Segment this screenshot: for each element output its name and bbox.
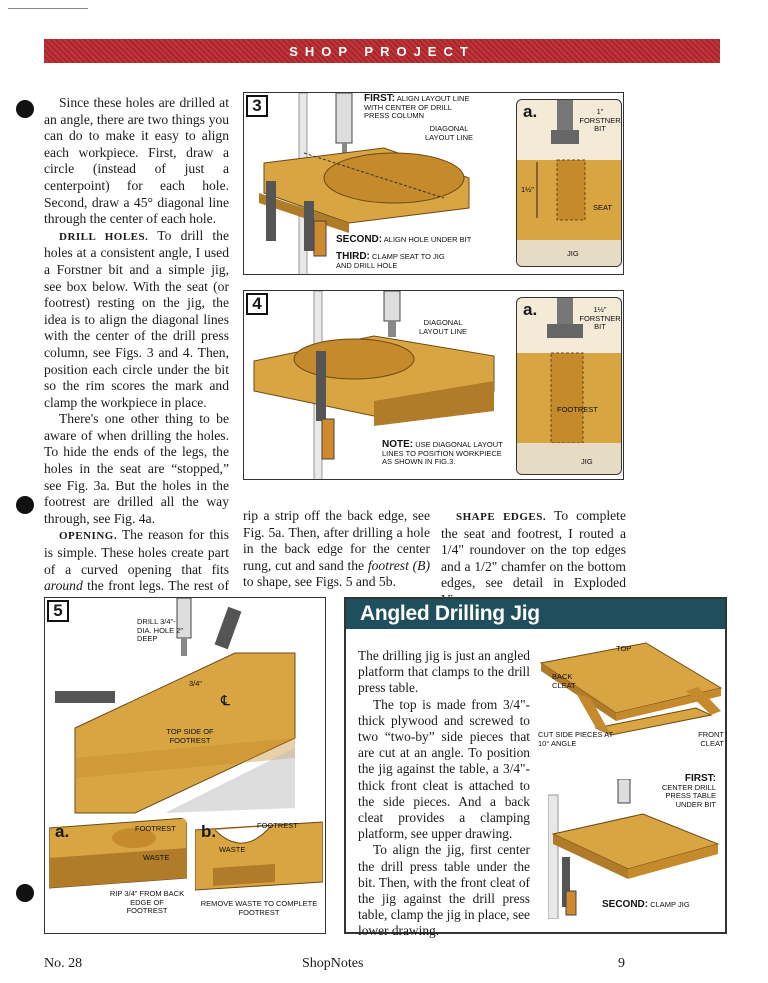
figure-5b-detail: b. FOOTREST WASTE REMOVE WASTE TO COMPLE… [195, 818, 323, 928]
paragraph: The drilling jig is just an angled platf… [358, 648, 530, 696]
detail-label: a. [55, 822, 70, 841]
detail-footrest-label: FOOTREST [257, 821, 298, 830]
callout-text: ALIGN LAYOUT LINE WITH CENTER OF DRILL P… [364, 94, 470, 120]
jig-lower-drawing [548, 779, 720, 919]
article-column-left: Since these holes are drilled at an angl… [44, 95, 229, 628]
fig3-second-callout: SECOND: ALIGN HOLE UNDER BIT [336, 234, 501, 245]
figure-number: 3 [246, 95, 268, 117]
detail-5b-drawing [195, 821, 323, 891]
detail-bit-label: 1" FORSTNER BIT [579, 107, 621, 133]
jig-back-cleat-label: BACK CLEAT [552, 672, 576, 690]
detail-footrest-label: FOOTREST [135, 824, 176, 833]
paragraph: Drill Holes. To drill the holes at a con… [44, 228, 229, 412]
detail-label: a. [523, 102, 538, 121]
paragraph: Since these holes are drilled at an angl… [44, 95, 229, 227]
subhead: Shape Edges. [456, 511, 547, 523]
detail-seat-label: SEAT [593, 203, 613, 212]
banner-title: SHOP PROJECT [289, 43, 475, 59]
binder-hole-middle [16, 496, 34, 514]
callout-step: FIRST: [364, 93, 396, 104]
callout-text: ALIGN HOLE UNDER BIT [383, 235, 472, 244]
figure-5a-detail: a. FOOTREST WASTE RIP 3/4" FROM BACK EDG… [49, 818, 187, 928]
paragraph: To align the jig, first center the drill… [358, 842, 530, 939]
figure-3: 3 FIRST: ALIGN LAYOUT LINE WITH CENTER O… [243, 92, 624, 275]
section-banner: SHOP PROJECT [44, 39, 720, 63]
fig5-drill-callout: DRILL 3/4"-DIA. HOLE 2" DEEP [137, 617, 184, 643]
paragraph-text: rip a strip off the back edge, see Fig. … [243, 508, 430, 573]
binder-hole-bottom [16, 884, 34, 902]
figure-5-drawing [55, 598, 296, 814]
detail-depth-label: 1½" [521, 185, 535, 194]
detail-5a-drawing [49, 818, 187, 889]
figure-number: 5 [47, 600, 69, 622]
callout-text: CENTER DRILL PRESS TABLE UNDER BIT [661, 782, 716, 809]
callout-text: CLAMP SEAT TO JIG AND DRILL HOLE [336, 252, 445, 270]
paragraph: Shape Edges. To complete the seat and fo… [441, 508, 626, 609]
footer-issue: No. 28 [44, 956, 83, 971]
detail-waste-label: WASTE [143, 853, 170, 862]
fig4-diagonal-callout: DIAGONAL LAYOUT LINE [418, 318, 468, 336]
fig5-centerline-label: ℄ [221, 692, 230, 708]
fig5-topside-label: TOP SIDE OF FOOTREST [166, 727, 214, 745]
subhead: Drill Holes. [59, 230, 149, 243]
callout-step: NOTE: [382, 439, 414, 450]
callout-step: THIRD: [336, 251, 370, 262]
detail-rip-label: RIP 3/4" FROM BACK EDGE OF FOOTREST [109, 889, 185, 915]
fig3-diagonal-callout: DIAGONAL LAYOUT LINE [424, 124, 474, 142]
callout-step: SECOND: [336, 234, 383, 245]
callout-text: USE DIAGONAL LAYOUT LINES TO POSITION WO… [382, 440, 503, 466]
paragraph: The top is made from 3/4"-thick plywood … [358, 696, 530, 842]
subhead: Opening. [59, 530, 118, 543]
detail-jig-label: JIG [567, 249, 579, 258]
paragraph-text: To complete the seat and footrest, I rou… [441, 508, 626, 607]
fig3-third-callout: THIRD: CLAMP SEAT TO JIG AND DRILL HOLE [336, 251, 451, 270]
article-column-right: Shape Edges. To complete the seat and fo… [441, 508, 626, 609]
detail-3a-drawing [517, 100, 621, 266]
callout-step: SECOND: [602, 899, 649, 910]
paragraph-text: The reason for this is simple. These hol… [44, 527, 229, 577]
jig-first-callout: FIRST: CENTER DRILL PRESS TABLE UNDER BI… [646, 773, 716, 809]
detail-waste-label: WASTE [219, 845, 246, 854]
jig-top-label: TOP [616, 644, 632, 653]
callout-text: CLAMP JIG [650, 900, 690, 909]
article-column-middle: rip a strip off the back edge, see Fig. … [243, 508, 430, 591]
figure-3-drawing [259, 93, 470, 274]
detail-jig-label: JIG [581, 457, 593, 466]
detail-remove-label: REMOVE WASTE TO COMPLETE FOOTREST [200, 899, 318, 917]
top-rule [8, 8, 88, 9]
paragraph: rip a strip off the back edge, see Fig. … [243, 508, 430, 591]
paragraph-text: to shape, see Figs. 5 and 5b. [243, 574, 396, 590]
jig-second-callout: SECOND: CLAMP JIG [602, 899, 712, 910]
detail-label: b. [201, 822, 217, 841]
emphasis: footrest (B) [367, 557, 430, 573]
figure-5: 5 DRILL 3/4"-DIA. HOLE 2" DEEP 3/4" ℄ TO… [44, 597, 326, 934]
sidebar-title: Angled Drilling Jig [346, 599, 725, 629]
detail-label: a. [523, 300, 538, 319]
binder-hole-top [16, 100, 34, 118]
sidebar-text: The drilling jig is just an angled platf… [358, 648, 530, 940]
figure-3a-detail: a. 1" FORSTNER BIT 1½" SEAT JIG [516, 99, 622, 267]
paragraph-text: To drill the holes at a consistent angle… [44, 227, 229, 410]
jig-sidebar-box: Angled Drilling Jig The drilling jig is … [344, 597, 727, 938]
fig3-first-callout: FIRST: ALIGN LAYOUT LINE WITH CENTER OF … [364, 93, 479, 121]
jig-front-cleat-label: FRONT CLEAT [698, 730, 724, 748]
figure-4a-detail: a. 1½" FORSTNER BIT FOOTREST JIG [516, 297, 622, 475]
detail-bit-label: 1½" FORSTNER BIT [579, 305, 621, 331]
jig-side-pieces-label: CUT SIDE PIECES AT 10° ANGLE [538, 730, 614, 748]
detail-4a-drawing [517, 298, 621, 474]
paragraph: There's one other thing to be aware of w… [44, 411, 229, 526]
emphasis: around [44, 578, 83, 594]
detail-footrest-label: FOOTREST [557, 405, 598, 414]
jig-upper-drawing [539, 642, 723, 736]
figure-number: 4 [246, 293, 268, 315]
footer-magazine: ShopNotes [302, 956, 364, 971]
figure-4: 4 DIAGONAL LAYOUT LINE NOTE: USE DIAGONA… [243, 290, 624, 480]
fig5-dim-label: 3/4" [189, 679, 203, 688]
callout-step: FIRST: [684, 773, 716, 784]
figure-4-drawing [253, 291, 495, 479]
fig4-note-callout: NOTE: USE DIAGONAL LAYOUT LINES TO POSIT… [382, 439, 507, 467]
footer-page-number: 9 [618, 956, 625, 971]
